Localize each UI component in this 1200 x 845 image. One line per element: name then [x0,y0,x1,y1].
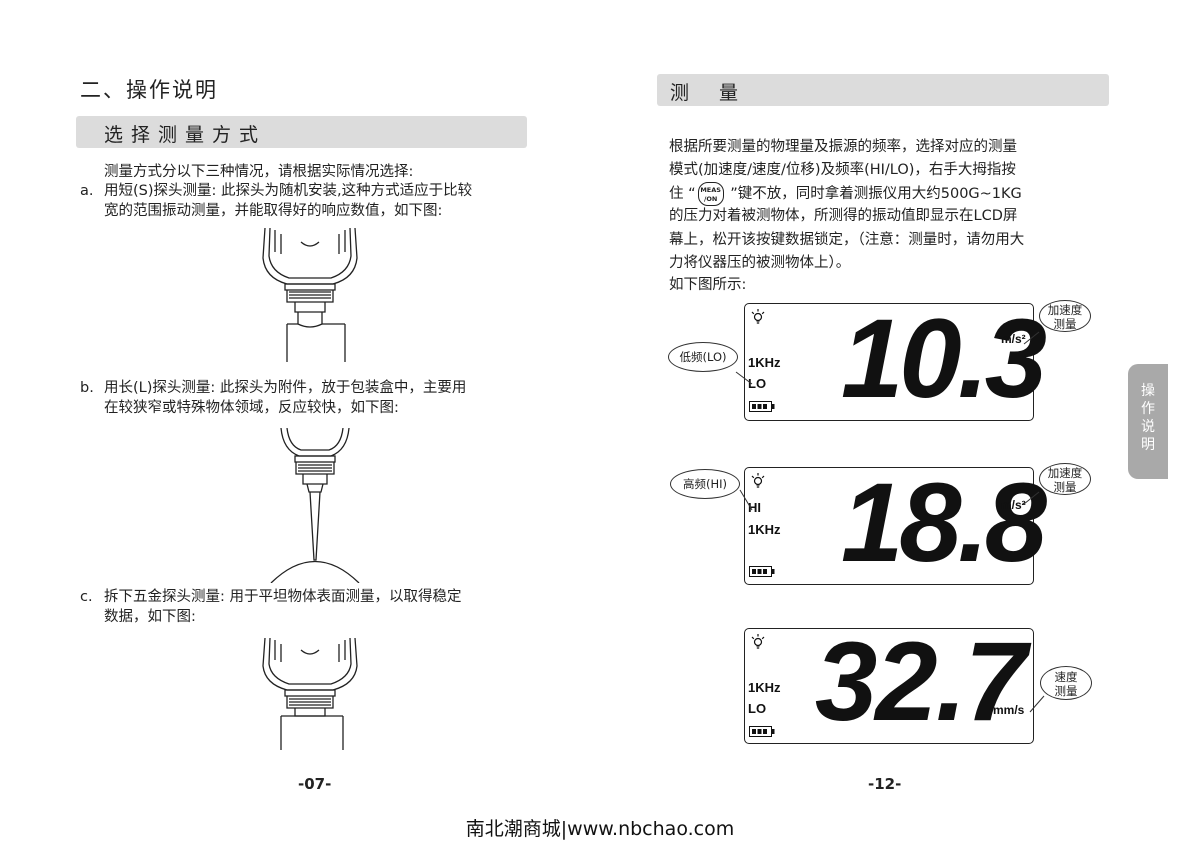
callout-low-frequency: 低频(LO) [668,342,738,372]
lcd-reading: 10.3 [841,296,1047,421]
para-line-2: 模式(加速度/速度/位移)及频率(HI/LO)，右手大拇指按 [669,162,1016,178]
lcd-reading: 32.7 [815,619,1027,744]
range-label: LO [748,376,767,391]
key-prefix: 住 “ [669,186,696,202]
item-b-marker: b. [80,380,94,396]
battery-icon [749,401,775,412]
para-line-5: 幕上，松开该按键数据锁定，（注意：测量时，请勿用大 [669,232,1025,248]
unit-label: m/s² [1001,332,1026,346]
range-label: HI [748,500,761,515]
para-line-7: 如下图所示: [669,277,747,293]
section-bar-select-mode: 选择测量方式 [76,116,527,148]
item-a-marker: a. [80,183,94,199]
meas-on-key-icon: MEAS/ON [697,182,724,206]
backlight-bulb-icon [751,309,765,324]
callout-acceleration: 加速度 测量 [1039,300,1091,332]
unit-label: m/s² [1001,498,1026,512]
para-line-3-text: 键不放，同时拿着测振仪用大约500G~1KG [737,186,1022,202]
callout-high-frequency: 高频(HI) [670,469,740,499]
left-page-number: -07- [298,775,332,793]
frequency-label: 1KHz [748,355,781,370]
para-line-3: 住 “MEAS/ON ”键不放，同时拿着测振仪用大约500G~1KG [669,182,1022,206]
battery-icon [749,726,775,737]
item-a-line1: 用短(S)探头测量: 此探头为随机安装,这种方式适应于比较 [104,183,473,199]
item-c-line2: 数据，如下图: [104,609,196,625]
para-line-4: 的压力对着被测物体，所测得的振动值即显示在LCD屏 [669,208,1018,224]
section-title: 测 量 [670,82,751,104]
right-page-number: -12- [868,775,902,793]
key-suffix: ” [725,186,738,202]
frequency-label: 1KHz [748,680,781,695]
frequency-label: 1KHz [748,522,781,537]
lcd-display-3: 1KHz LO 32.7 mm/s [744,621,1034,744]
intro-text: 测量方式分以下三种情况，请根据实际情况选择: [104,164,414,180]
unit-label: mm/s [993,703,1025,717]
callout-pointers-2 [739,489,1040,511]
callout-pointer-3 [1029,695,1045,713]
lcd-display-1: 1KHz LO 10.3 m/s² [744,298,1047,421]
item-b-line2: 在较狭窄或特殊物体领域，反应较快，如下图: [104,400,399,416]
section-bar-measure: 测 量 [657,74,1109,106]
backlight-bulb-icon [751,473,765,488]
page-title: 二、操作说明 [80,78,218,102]
short-probe-illustration [262,228,358,362]
section-title: 选择测量方式 [104,124,267,146]
callout-velocity: 速度 测量 [1040,666,1092,700]
callout-pointers-1 [735,331,1040,385]
item-b-line1: 用长(L)探头测量: 此探头为附件，放于包装盒中，主要用 [104,380,467,396]
para-line-6: 力将仪器压的被测物体上）。 [669,255,851,271]
range-label: LO [748,701,767,716]
backlight-bulb-icon [751,634,765,649]
para-line-1: 根据所要测量的物理量及振源的频率，选择对应的测量 [669,139,1017,155]
long-probe-illustration [270,428,360,583]
lcd-display-2: HI 1KHz 18.8 m/s² [744,462,1047,585]
item-c-line1: 拆下五金探头测量: 用于平坦物体表面测量，以取得稳定 [104,589,462,605]
item-c-marker: c. [80,589,93,605]
side-tab-label: 操 作 说 明 [1141,383,1155,453]
footer-watermark: 南北潮商城|www.nbchao.com [465,818,735,840]
flat-probe-illustration [262,638,358,750]
side-tab-operation[interactable]: 操 作 说 明 [1128,364,1168,479]
battery-icon [749,566,775,577]
lcd-reading: 18.8 [841,460,1047,585]
item-a-line2: 宽的范围振动测量，并能取得好的响应数值，如下图: [104,203,443,219]
callout-acceleration: 加速度 测量 [1039,463,1091,495]
